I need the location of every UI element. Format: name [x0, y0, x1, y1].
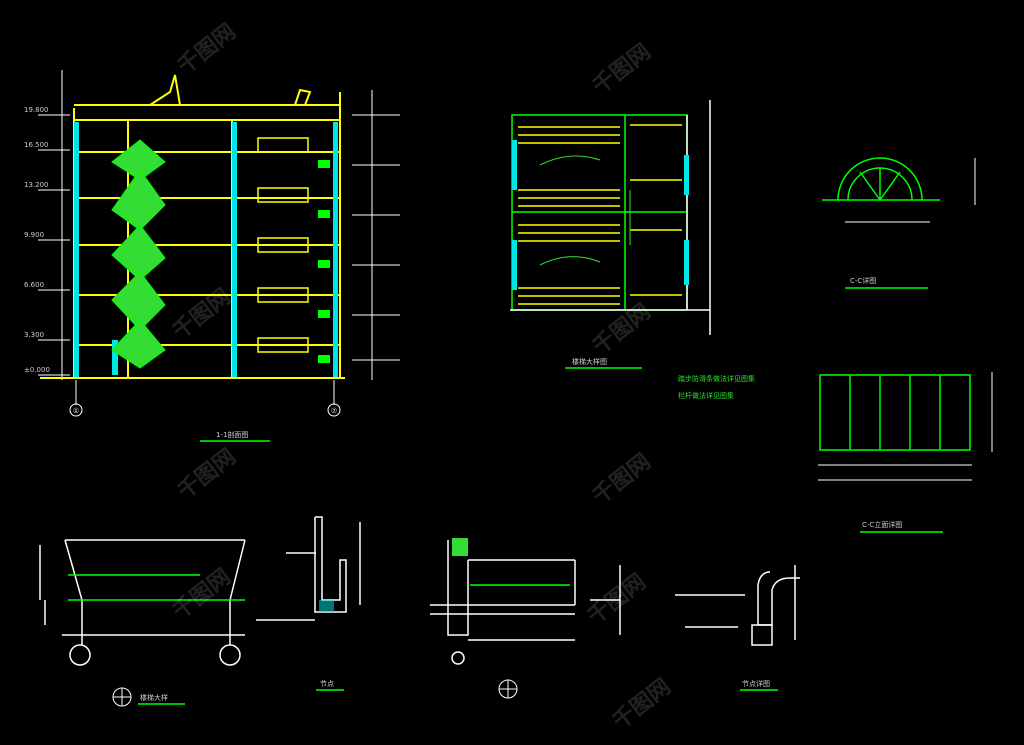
level-label: 6.600: [24, 281, 44, 289]
watermark: 千图网: [168, 564, 235, 624]
level-label: ±0.000: [24, 366, 50, 374]
level-label: 9.900: [24, 231, 44, 239]
watermark: 千图网: [588, 39, 655, 99]
panel-detail: C-C立面详图: [818, 372, 993, 533]
small-detail-title: 节点: [320, 680, 334, 688]
circle-axis-icon: [69, 403, 83, 417]
building-section: 19.800 16.500 13.200 9.900 6.600 3.300 ±…: [24, 70, 400, 442]
section-windows: [257, 137, 309, 353]
stair-plan-note: 栏杆做法详见图集: [678, 391, 734, 400]
level-label: 19.800: [24, 106, 49, 114]
stair-detail: 楼梯大样: [39, 539, 246, 707]
axis-label-right: ⑦: [331, 407, 337, 415]
stair-plan-title: 楼梯大样图: [572, 357, 607, 366]
level-label: 16.500: [24, 141, 49, 149]
stair-detail-title: 楼梯大样: [140, 693, 168, 702]
watermark: 千图网: [588, 449, 655, 509]
arch-detail: C-C详图: [822, 157, 976, 289]
level-label: 3.300: [24, 331, 44, 339]
section-small-marks: [318, 160, 330, 363]
circle-axis-icon: [327, 403, 341, 417]
stair-plan-note: 踏步防滑条做法详见图集: [678, 374, 755, 383]
level-label: 13.200: [24, 181, 49, 189]
stair-plan-treads: [518, 124, 682, 305]
watermark: 千图网: [168, 284, 235, 344]
watermark: 千图网: [173, 19, 240, 79]
section-stair: [111, 139, 166, 369]
section-title: 1-1剖面图: [216, 430, 248, 439]
panel-detail-title: C-C立面详图: [862, 520, 902, 529]
watermark: 千图网: [608, 674, 675, 734]
node-detail: 节点详图: [675, 565, 800, 691]
right-level-ruler: [352, 90, 400, 380]
stair-plan: 楼梯大样图 踏步防滑条做法详见图集 栏杆做法详见图集: [510, 100, 755, 400]
small-detail: 节点: [256, 516, 361, 691]
watermark: 千图网: [588, 299, 655, 359]
left-level-ruler: [38, 70, 70, 380]
node-detail-title: 节点详图: [742, 679, 770, 688]
arch-detail-title: C-C详图: [850, 276, 876, 285]
cyan-walls: [74, 122, 338, 377]
wall-section: [430, 538, 621, 699]
axis-label-left: ①: [73, 407, 79, 415]
watermark: 千图网: [173, 444, 240, 504]
